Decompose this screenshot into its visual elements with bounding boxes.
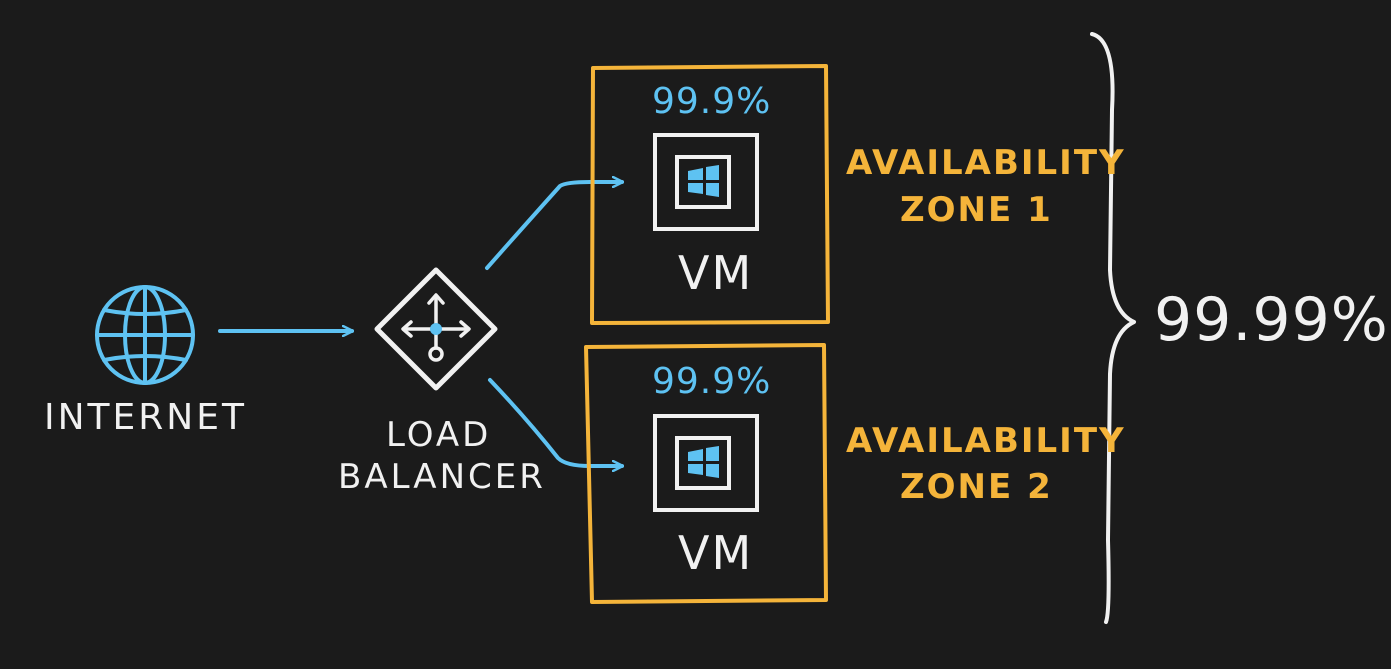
- zone1-title-line2: ZONE 1: [900, 190, 1053, 230]
- zone2-title-line1: AVAILABILITY: [846, 421, 1126, 461]
- vm1-label: VM: [678, 246, 754, 300]
- internet-label: INTERNET: [44, 397, 247, 438]
- vm2-label: VM: [678, 526, 754, 580]
- vm2-availability: 99.9%: [652, 361, 772, 402]
- lb-to-vm1-arrow: [485, 182, 624, 270]
- availability-zone-2-box: [584, 343, 828, 604]
- lb-to-vm2-arrow: [488, 378, 624, 466]
- vm1-availability: 99.9%: [652, 81, 772, 122]
- windows-vm-icon: [653, 133, 759, 231]
- load-balancer-label-line2: BALANCER: [338, 457, 546, 497]
- globe-icon: [95, 285, 195, 385]
- combined-availability: 99.99%: [1154, 285, 1389, 355]
- load-balancer-label-line1: LOAD: [386, 415, 492, 455]
- windows-vm-icon: [653, 414, 759, 512]
- combined-brace: [1090, 32, 1136, 624]
- zone2-title-line2: ZONE 2: [900, 467, 1053, 507]
- zone1-title-line1: AVAILABILITY: [846, 143, 1126, 183]
- availability-zone-1-box: [590, 64, 830, 325]
- load-balancer-icon: [374, 267, 498, 391]
